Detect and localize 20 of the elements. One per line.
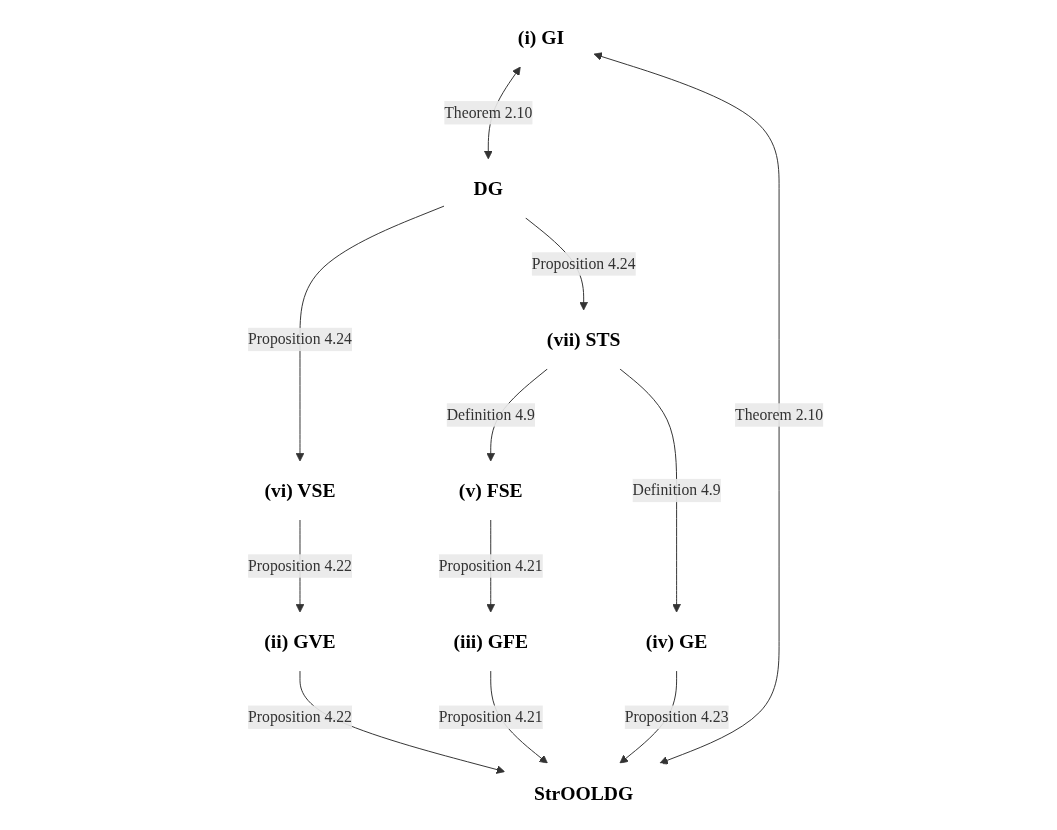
- node-text: DG: [473, 177, 503, 200]
- edge-label: Proposition 4.22: [247, 708, 352, 726]
- node-text: (iv) GE: [645, 630, 707, 653]
- node-text: (vi) VSE: [263, 479, 336, 502]
- node-text: (vii) STS: [546, 328, 620, 351]
- edge-label: Definition 4.9: [446, 406, 535, 423]
- edge-label: Proposition 4.21: [438, 708, 543, 726]
- node-text: (v) FSE: [458, 479, 523, 502]
- node-text: (i) GI: [517, 26, 564, 49]
- edge-label: Proposition 4.22: [247, 557, 352, 574]
- edge-label: Theorem 2.10: [734, 406, 823, 423]
- node-text: (ii) GVE: [263, 630, 336, 653]
- node-text: StrOOLDG: [533, 781, 633, 804]
- edge-label: Proposition 4.23: [624, 708, 729, 726]
- edge-label: Proposition 4.21: [438, 557, 543, 574]
- edge-label: Proposition 4.24: [247, 330, 352, 348]
- edge-label: Definition 4.9: [632, 481, 721, 499]
- edge-label: Proposition 4.24: [531, 255, 636, 272]
- node-text: (iii) GFE: [452, 630, 528, 653]
- edge-label: Theorem 2.10: [443, 104, 532, 121]
